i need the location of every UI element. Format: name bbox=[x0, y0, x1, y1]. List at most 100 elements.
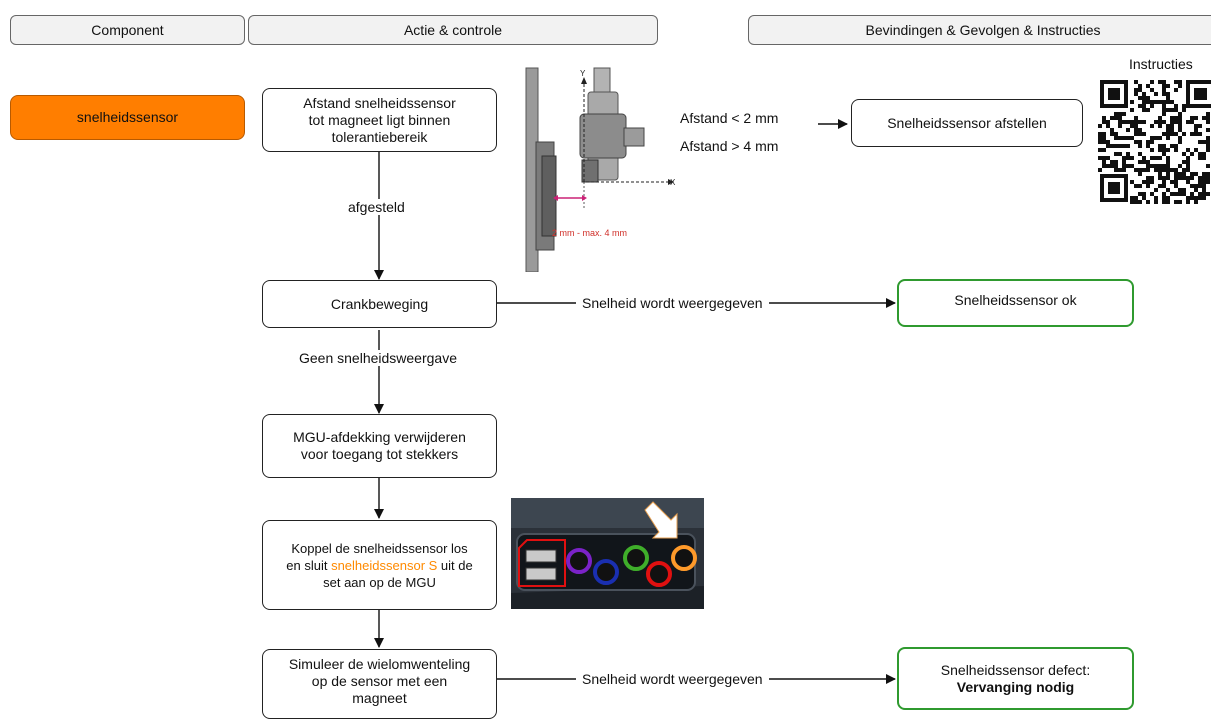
result-adjust-sensor-label: Snelheidssensor afstellen bbox=[887, 114, 1047, 131]
qr-module bbox=[1178, 188, 1182, 192]
qr-module bbox=[1102, 140, 1106, 144]
qr-module bbox=[1166, 176, 1170, 180]
sensor-distance-figure: Y X 2 mm - max. 4 mm bbox=[522, 64, 680, 272]
qr-module bbox=[1146, 160, 1150, 164]
qr-module bbox=[1174, 184, 1178, 188]
qr-module bbox=[1118, 144, 1122, 148]
qr-module bbox=[1194, 200, 1198, 204]
qr-module bbox=[1166, 136, 1170, 140]
qr-module bbox=[1142, 96, 1146, 100]
qr-module bbox=[1202, 188, 1206, 192]
header-component: Component bbox=[10, 15, 245, 45]
qr-module bbox=[1146, 180, 1150, 184]
component-label: snelheidssensor bbox=[76, 109, 179, 125]
qr-module bbox=[1118, 116, 1122, 120]
qr-module bbox=[1110, 128, 1114, 132]
qr-module bbox=[1186, 164, 1190, 168]
qr-module bbox=[1194, 116, 1198, 120]
header-action-label: Actie & controle bbox=[403, 22, 503, 38]
step-remove-cover-line1: MGU-afdekking verwijderen bbox=[293, 429, 466, 445]
qr-module bbox=[1158, 144, 1162, 148]
qr-module bbox=[1154, 164, 1158, 168]
qr-module bbox=[1162, 120, 1166, 124]
qr-module bbox=[1150, 136, 1154, 140]
qr-module bbox=[1182, 132, 1186, 136]
qr-module bbox=[1202, 176, 1206, 180]
qr-module bbox=[1110, 160, 1114, 164]
qr-module bbox=[1114, 116, 1118, 120]
qr-module bbox=[1154, 168, 1158, 172]
qr-module bbox=[1166, 160, 1170, 164]
qr-module bbox=[1174, 168, 1178, 172]
qr-module bbox=[1202, 192, 1206, 196]
qr-module bbox=[1182, 168, 1186, 172]
qr-module bbox=[1146, 164, 1150, 168]
qr-module bbox=[1178, 172, 1182, 176]
qr-module bbox=[1166, 196, 1170, 200]
qr-module bbox=[1134, 196, 1138, 200]
qr-module bbox=[1134, 140, 1138, 144]
qr-module bbox=[1178, 176, 1182, 180]
qr-module bbox=[1114, 152, 1118, 156]
qr-module bbox=[1182, 160, 1186, 164]
qr-module bbox=[1174, 116, 1178, 120]
step-connect-sensor: Koppel de snelheidssensor los en sluit s… bbox=[262, 520, 497, 610]
qr-module bbox=[1170, 100, 1174, 104]
qr-module bbox=[1102, 120, 1106, 124]
connector-drawing bbox=[511, 498, 704, 609]
step-check-distance-line1: Afstand snelheidssensor bbox=[303, 94, 456, 111]
qr-module bbox=[1126, 136, 1130, 140]
qr-module bbox=[1198, 152, 1202, 156]
qr-module bbox=[1122, 168, 1126, 172]
qr-module bbox=[1122, 160, 1126, 164]
qr-module bbox=[1166, 128, 1170, 132]
qr-module bbox=[1162, 108, 1166, 112]
qr-module bbox=[1142, 132, 1146, 136]
qr-module bbox=[1178, 200, 1182, 204]
step-simulate-wheel: Simuleer de wielomwenteling op de sensor… bbox=[262, 649, 497, 719]
qr-module bbox=[1194, 128, 1198, 132]
qr-module bbox=[1154, 200, 1158, 204]
qr-module bbox=[1114, 132, 1118, 136]
qr-module bbox=[1122, 156, 1126, 160]
qr-module bbox=[1150, 148, 1154, 152]
qr-module bbox=[1162, 144, 1166, 148]
edge-label-dist-gt: Afstand > 4 mm bbox=[680, 138, 779, 154]
qr-module bbox=[1114, 160, 1118, 164]
qr-module bbox=[1198, 156, 1202, 160]
qr-module bbox=[1182, 104, 1186, 108]
qr-module bbox=[1202, 140, 1206, 144]
qr-module bbox=[1130, 180, 1134, 184]
qr-module bbox=[1186, 180, 1190, 184]
qr-module bbox=[1158, 176, 1162, 180]
qr-module bbox=[1194, 196, 1198, 200]
qr-module bbox=[1162, 164, 1166, 168]
qr-module bbox=[1146, 200, 1150, 204]
qr-module bbox=[1162, 132, 1166, 136]
qr-module bbox=[1130, 136, 1134, 140]
qr-module bbox=[1134, 128, 1138, 132]
qr-module bbox=[1186, 176, 1190, 180]
qr-module bbox=[1162, 80, 1166, 84]
qr-module bbox=[1206, 112, 1210, 116]
qr-module bbox=[1158, 156, 1162, 160]
qr-module bbox=[1138, 140, 1142, 144]
qr-module bbox=[1202, 152, 1206, 156]
qr-module bbox=[1130, 100, 1134, 104]
qr-module bbox=[1098, 136, 1102, 140]
qr-module bbox=[1206, 180, 1210, 184]
qr-module bbox=[1174, 88, 1178, 92]
qr-module bbox=[1194, 188, 1198, 192]
qr-module bbox=[1174, 172, 1178, 176]
qr-module bbox=[1202, 156, 1206, 160]
qr-module bbox=[1122, 136, 1126, 140]
instructions-qr[interactable]: Instructies bbox=[1096, 56, 1211, 208]
header-action: Actie & controle bbox=[248, 15, 658, 45]
qr-module bbox=[1142, 92, 1146, 96]
qr-module bbox=[1186, 156, 1190, 160]
qr-module bbox=[1170, 180, 1174, 184]
qr-module bbox=[1186, 160, 1190, 164]
qr-module bbox=[1122, 120, 1126, 124]
qr-module bbox=[1146, 100, 1150, 104]
step-crank-label: Crankbeweging bbox=[330, 295, 429, 312]
